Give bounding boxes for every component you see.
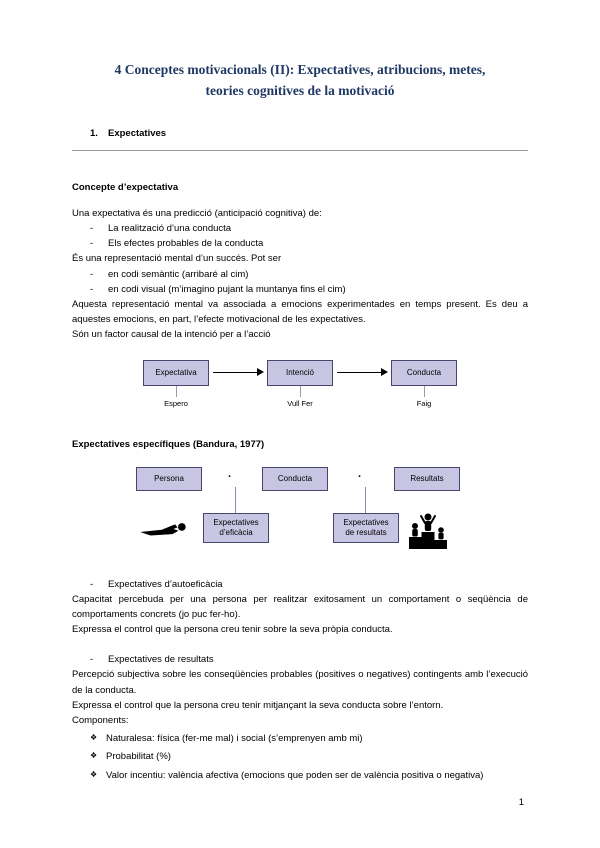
arrow-right-icon (333, 360, 391, 386)
swimmer-person-icon (136, 521, 192, 538)
component-item: ❖ Probabilitat (%) (72, 749, 528, 764)
component-item: ❖ Valor incentiu: valència afectiva (emo… (72, 768, 528, 783)
list-item-text: en codi semàntic (arribaré al cim) (108, 268, 249, 280)
spacer (209, 397, 267, 408)
paragraph-resultats-2: Expressa el control que la persona creu … (72, 699, 444, 711)
connector-line (235, 486, 236, 515)
component-text: Naturalesa: física (fer-me mal) i social… (106, 733, 363, 745)
spacer (333, 386, 391, 397)
diagram-box-resultats: Resultats (394, 466, 460, 491)
heading-concepte: Concepte d’expectativa (72, 181, 179, 193)
list-item: - en codi semàntic (arribaré al cim) (72, 267, 528, 282)
connector-line (267, 385, 333, 397)
component-item: ❖ Naturalesa: física (fer-me mal) i soci… (72, 731, 528, 746)
spacer (209, 386, 267, 397)
list-item: - en codi visual (m’imagino pujant la mu… (72, 282, 528, 297)
list-item-text: Els efectes probables de la conducta (108, 238, 264, 250)
list-item: - Els efectes probables de la conducta (72, 236, 528, 251)
list-item-text: en codi visual (m’imagino pujant la munt… (108, 283, 346, 295)
paragraph-emocions: Aquesta representació mental va associad… (72, 298, 528, 326)
page-title: 4 Conceptes motivacionals (II): Expectat… (72, 60, 528, 102)
diagram-box-expectatives-resultats: Expectatives de resultats (333, 512, 399, 543)
subheading-text: Expectatives d’autoeficàcia (108, 578, 223, 590)
paragraph-autoeficacia-1: Capacitat percebuda per una persona per … (72, 593, 528, 620)
diagram-label-vullfer: Vull Fer (287, 398, 313, 408)
paragraph-intro: Una expectativa és una predicció (antici… (72, 207, 322, 219)
paragraph-autoeficacia-2: Expressa el control que la persona creu … (72, 624, 393, 636)
dash-marker: - (90, 268, 94, 280)
subheading-autoeficacia: - Expectatives d’autoeficàcia (72, 577, 528, 592)
diamond-marker: ❖ (90, 769, 98, 779)
page-number: 1 (518, 797, 524, 808)
diagram-box-intencio: Intenció (267, 359, 333, 386)
paragraph-representacio: És una representació mental d’un succés.… (72, 253, 282, 265)
subheading-resultats: - Expectatives de resultats (72, 652, 528, 667)
diagram-label-faig: Faig (416, 398, 432, 408)
dash-marker: - (90, 223, 94, 235)
page-title-line1: 4 Conceptes motivacionals (II): Expectat… (114, 62, 486, 77)
component-text: Valor incentiu: valència afectiva (emoci… (106, 769, 484, 781)
diagram-box-expectatives-eficacia: Expectatives d’eficàcia (203, 512, 269, 543)
section-number: 1. (90, 127, 98, 139)
dot-connector: · (358, 470, 362, 483)
section-heading: 1. Expectatives (72, 128, 528, 139)
component-text: Probabilitat (%) (106, 751, 171, 763)
list-item-text: La realització d’una conducta (108, 223, 232, 235)
diagram-box-conducta: Conducta (391, 359, 457, 386)
components-label: Components: (72, 715, 129, 727)
dash-marker: - (90, 238, 94, 250)
subheading-text: Expectatives de resultats (108, 654, 214, 666)
arrow-right-icon (209, 360, 267, 386)
dash-marker: - (90, 654, 94, 666)
paragraph-resultats-1: Percepció subjectiva sobre les conseqüèn… (72, 669, 528, 696)
heading-especifiques: Expectatives específiques (Bandura, 1977… (72, 438, 265, 450)
diamond-marker: ❖ (90, 733, 98, 743)
diagram-box-conducta: Conducta (262, 466, 328, 491)
expectativa-flow-diagram: Expectativa Intenció Conducta Espero Vul… (72, 359, 528, 408)
section-divider (72, 149, 528, 151)
page-title-line2: teories cognitives de la motivació (205, 82, 395, 98)
diagram-label-espero: Espero (164, 398, 188, 408)
list-item: - La realització d’una conducta (72, 221, 528, 236)
connector-line (365, 486, 366, 515)
connector-line (143, 385, 209, 397)
spacer (333, 397, 391, 408)
dash-marker: - (90, 578, 94, 590)
podium-winners-icon (408, 507, 448, 551)
diagram-box-expectativa: Expectativa (143, 359, 209, 386)
diagram-box-persona: Persona (136, 466, 202, 491)
dot-connector: · (228, 470, 232, 483)
bandura-expectatives-diagram: Persona · Conducta · Resultats Expectati… (72, 465, 528, 571)
dash-marker: - (90, 283, 94, 295)
connector-line (391, 385, 457, 397)
paragraph-factor: Són un factor causal de la intenció per … (72, 329, 271, 341)
diamond-marker: ❖ (90, 751, 98, 761)
section-label: Expectatives (108, 127, 167, 139)
